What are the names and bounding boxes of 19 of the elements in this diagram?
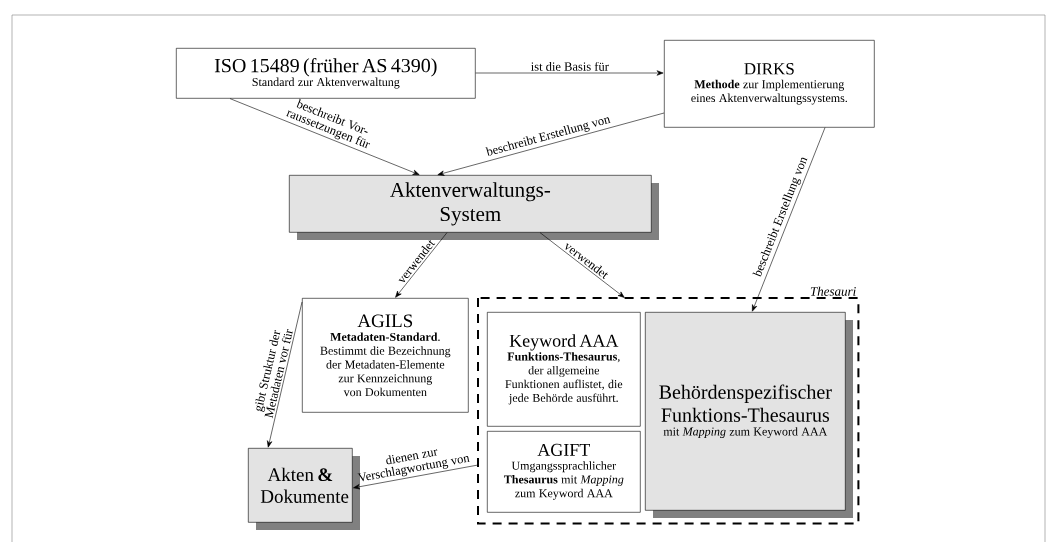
arrow [437,112,665,176]
arrow [353,464,479,490]
arrow [229,98,420,175]
arrow [267,301,303,448]
thesaurus-box: Keyword AAA Funktions-Thesaurus, der allgemeine Funktionen auflistet, die jede Behörde ausführt. [487,312,641,427]
edge-label: ist die Basis für [531,61,609,71]
arrow [395,232,448,298]
arrow [475,70,664,76]
arrow [539,232,625,298]
edge-label: beschreibt Erstellung von [485,117,611,156]
standard-box: AGILS Metadaten-Standard. Bestimmt die Bezeichnung der Metadaten-Elemente zur Kennzeichnung von Dokumenten [302,298,469,413]
method-box: DIRKS Methode zur Implementierung eines Aktenverwaltungssystems. [664,40,875,128]
node-label: Thesauri [810,286,856,296]
thesaurus-box: AGIFT Umgangssprachlicher Thesaurus mit Mapping zum Keyword AAA [487,431,641,513]
system-box: Aktenverwaltungs- System [289,175,659,240]
standard-box: ISO 15489 (früher AS 4390) Standard zur Aktenverwaltung [176,48,476,99]
arrow [752,127,826,312]
edge-label: gibt Struktur der Metadaten vor für [255,329,293,419]
thesaurus-box: Behördenspezifischer Funktions-Thesaurus mit Mapping zum Keyword AAA [645,312,853,518]
